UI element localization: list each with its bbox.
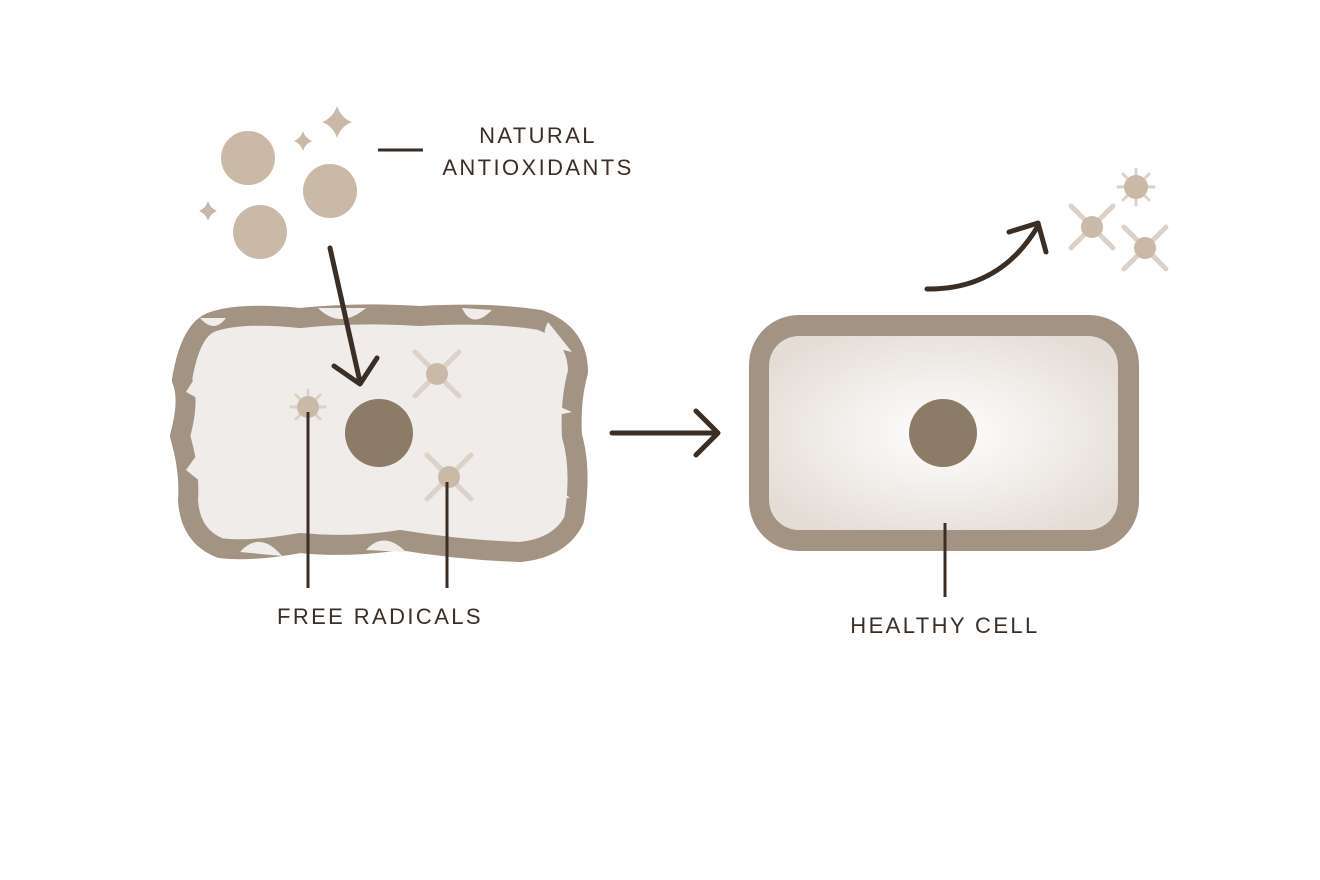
antioxidants-label-line2: ANTIOXIDANTS — [442, 155, 633, 180]
free-radical-spiky-icon — [1116, 167, 1156, 207]
free-radical-star-icon — [1068, 203, 1116, 251]
arrow-down-into-cell-icon — [327, 245, 380, 387]
sparkle-icon — [294, 131, 312, 151]
free-radical-group — [289, 349, 474, 502]
sparkle-icon — [199, 201, 217, 221]
curved-arrow-up-icon — [924, 220, 1049, 292]
antioxidants-label-line1: NATURAL — [479, 123, 597, 148]
free-radical-star-icon — [412, 349, 462, 399]
antioxidant-circle-icon — [233, 205, 287, 259]
damaged-cell — [170, 304, 588, 562]
free-radical-spiky-icon — [289, 388, 327, 426]
free-radicals-leaders — [306, 412, 449, 588]
sparkle-icon — [322, 106, 352, 138]
damaged-cell-nucleus — [345, 399, 413, 467]
expelled-radicals — [1068, 167, 1169, 272]
healthy-cell-nucleus — [909, 399, 977, 467]
free-radical-star-icon — [424, 452, 474, 502]
antioxidant-cluster — [199, 106, 357, 259]
antioxidant-circle-icon — [303, 164, 357, 218]
free-radicals-label: FREE RADICALS — [277, 604, 483, 629]
healthy-cell — [749, 315, 1139, 551]
free-radical-star-icon — [1121, 224, 1169, 272]
arrow-right-icon — [609, 408, 721, 458]
healthy-cell-label: HEALTHY CELL — [850, 613, 1039, 638]
membrane-breaks — [186, 308, 572, 556]
antioxidant-circle-icon — [221, 131, 275, 185]
